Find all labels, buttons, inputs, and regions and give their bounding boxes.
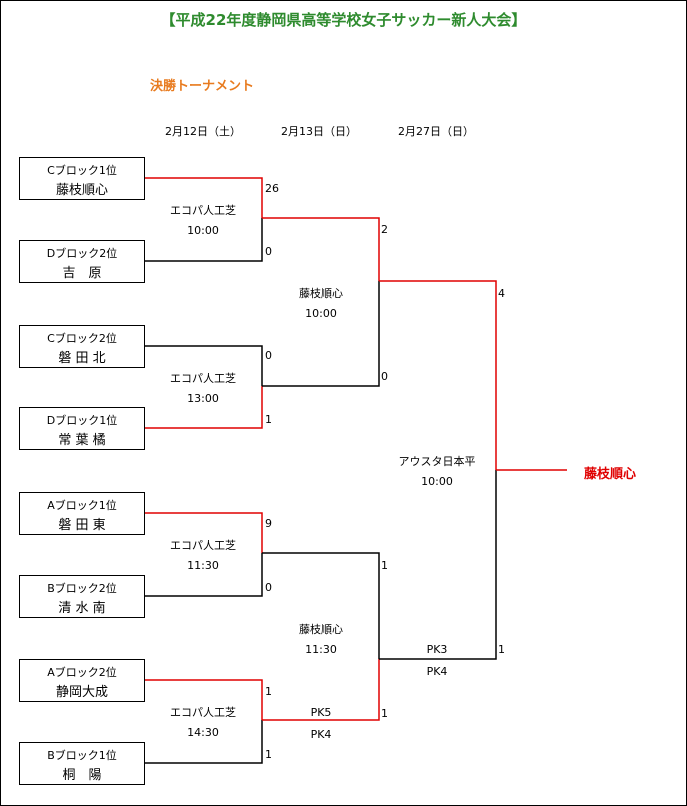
sf2-top-line xyxy=(262,552,380,659)
team-name: 桐 陽 xyxy=(62,768,102,783)
match-score: 4 xyxy=(498,287,505,300)
team-name: 常 葉 橘 xyxy=(58,433,106,448)
match-time: 10:00 xyxy=(421,475,453,488)
match-time: 11:30 xyxy=(187,559,219,572)
pk-score: PK3 xyxy=(426,643,448,656)
team-name: 磐 田 北 xyxy=(58,351,106,366)
match-score: 0 xyxy=(265,245,272,258)
team-block: Dブロック1位 xyxy=(46,414,118,427)
team-name: 藤枝順心 xyxy=(55,183,108,198)
match-time: 10:00 xyxy=(305,307,337,320)
team-block: Dブロック2位 xyxy=(46,247,118,260)
match-venue: 藤枝順心 xyxy=(299,287,343,300)
team-box: Cブロック1位 藤枝順心 xyxy=(19,157,145,200)
match-time: 14:30 xyxy=(187,726,219,739)
match-time: 11:30 xyxy=(305,643,337,656)
team-box: Cブロック2位 磐 田 北 xyxy=(19,325,145,368)
match-venue: エコパ人工芝 xyxy=(170,372,236,385)
round1-date: 2月12日（土） xyxy=(165,125,241,138)
match-score: 1 xyxy=(381,559,388,572)
match-venue: 藤枝順心 xyxy=(299,623,343,636)
match-score: 1 xyxy=(265,685,272,698)
match-venue: エコパ人工芝 xyxy=(170,539,236,552)
r1m1-bottom-line xyxy=(145,218,263,262)
team-block: Cブロック2位 xyxy=(47,332,117,345)
team-box: Aブロック1位 磐 田 東 xyxy=(19,492,145,535)
match-time: 10:00 xyxy=(187,224,219,237)
match-score: 0 xyxy=(381,370,388,383)
team-box: Bブロック1位 桐 陽 xyxy=(19,742,145,785)
final-top-line xyxy=(379,280,497,470)
match-score: 26 xyxy=(265,182,279,195)
match-score: 1 xyxy=(498,643,505,656)
r1m4-top-line xyxy=(145,679,263,720)
sf2-bottom-line xyxy=(262,659,380,721)
match-venue: アウスタ日本平 xyxy=(398,455,476,468)
team-name: 吉 原 xyxy=(62,266,102,281)
final-date: 2月27日（日） xyxy=(398,125,474,138)
match-time: 13:00 xyxy=(187,392,219,405)
team-block: Aブロック2位 xyxy=(47,666,117,679)
team-block: Cブロック1位 xyxy=(47,164,117,177)
round2-date: 2月13日（日） xyxy=(281,125,357,138)
match-score: 1 xyxy=(381,707,388,720)
match-score: 0 xyxy=(265,349,272,362)
team-box: Dブロック1位 常 葉 橘 xyxy=(19,407,145,450)
match-score: 2 xyxy=(381,223,388,236)
team-box: Dブロック2位 吉 原 xyxy=(19,240,145,283)
sf1-top-line xyxy=(262,217,380,281)
match-score: 9 xyxy=(265,517,272,530)
r1m3-bottom-line xyxy=(145,553,263,597)
team-block: Aブロック1位 xyxy=(47,499,117,512)
team-name: 清 水 南 xyxy=(58,601,106,616)
team-block: Bブロック1位 xyxy=(47,749,117,762)
champion-name: 藤枝順心 xyxy=(584,467,637,482)
match-score: 1 xyxy=(265,413,272,426)
final-bottom-line xyxy=(379,470,497,660)
r1m2-top-line xyxy=(145,345,263,386)
r1m3-top-line xyxy=(145,512,263,553)
sf1-bottom-line xyxy=(262,281,380,387)
pk-score: PK4 xyxy=(310,728,332,741)
pk-score: PK4 xyxy=(426,665,448,678)
match-venue: エコパ人工芝 xyxy=(170,204,236,217)
page-title: 【平成22年度静岡県高等学校女子サッカー新人大会】 xyxy=(160,11,527,29)
team-block: Bブロック2位 xyxy=(47,582,117,595)
team-name: 静岡大成 xyxy=(55,685,108,700)
r1m4-bottom-line xyxy=(145,720,263,764)
team-name: 磐 田 東 xyxy=(58,518,106,533)
match-score: 1 xyxy=(265,748,272,761)
team-box: Bブロック2位 清 水 南 xyxy=(19,575,145,618)
r1m1-top-line xyxy=(145,177,263,218)
r1m2-bottom-line xyxy=(145,386,263,429)
pk-score: PK5 xyxy=(310,706,332,719)
match-score: 0 xyxy=(265,581,272,594)
bracket-subtitle: 決勝トーナメント xyxy=(150,79,255,94)
team-box: Aブロック2位 静岡大成 xyxy=(19,659,145,702)
match-venue: エコパ人工芝 xyxy=(170,706,236,719)
